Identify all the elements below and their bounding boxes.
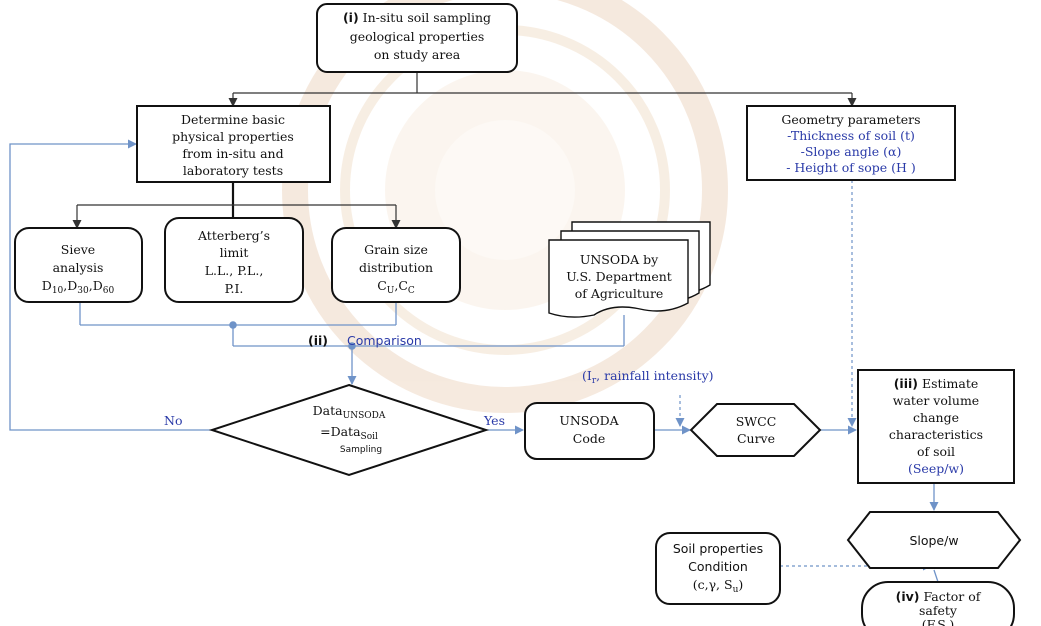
yes-label: Yes: [483, 413, 505, 428]
atterberg-line2: limit: [220, 245, 249, 260]
geometry-slope-angle: -Slope angle (α): [801, 144, 902, 159]
soil-properties-box: Soil properties Condition (c,γ, Su): [655, 532, 781, 605]
decision-sampling: Sampling: [340, 445, 382, 455]
svg-text:(i) In-situ soil samplin: (i) In-situ soil sampling: [343, 10, 491, 25]
step4-tag: (iv): [896, 589, 920, 604]
sieve-d-values: D10,D30,D60: [42, 278, 115, 296]
basic-line3: from in-situ and: [182, 146, 283, 161]
soilprops-line3: (c,γ, Su): [693, 577, 744, 595]
decision-data: DataUNSODA: [313, 403, 386, 421]
swcc-curve-hexagon: SWCC Curve: [689, 403, 822, 457]
insitu-sampling-box: (i) In-situ soil sampling geological pro…: [316, 3, 518, 73]
data-comparison-decision: DataUNSODA =DataSoil Sampling: [208, 383, 490, 477]
grain-line1: Grain size: [364, 242, 428, 257]
unsoda-line3: of Agriculture: [575, 286, 664, 301]
soilprops-line1: Soil properties: [673, 541, 763, 556]
grain-size-box: Grain size distribution CU,CC: [331, 227, 461, 303]
step1-line2: geological properties: [350, 29, 485, 44]
decision-eq: =DataSoil: [320, 424, 378, 442]
basic-line4: laboratory tests: [183, 163, 283, 178]
unsoda-document-stack: UNSODA by U.S. Department of Agriculture: [548, 221, 711, 318]
step4-line1: Factor of: [923, 589, 981, 604]
grain-line2: distribution: [359, 260, 433, 275]
step4-line3: (F.S.): [922, 617, 955, 626]
grain-c-values: CU,CC: [377, 278, 415, 296]
junction-dot: [229, 321, 237, 329]
atterberg-line3: L.L., P.L.,: [205, 263, 264, 278]
basic-line2: physical properties: [172, 129, 294, 144]
step3-tag: (iii): [894, 376, 918, 391]
factor-of-safety-terminal: (iv) Factor of safety (F.S.): [861, 581, 1015, 626]
sieve-analysis-box: Sieve analysis D10,D30,D60: [14, 227, 143, 303]
comparison-tag: (ii): [308, 333, 328, 348]
geometry-height: - Height of sope (H ): [786, 160, 916, 175]
unsoda-code-line2: Code: [573, 431, 606, 446]
connectors-blue: [9, 139, 944, 595]
unsoda-line2: U.S. Department: [566, 269, 672, 284]
step3-line4: characteristics: [889, 427, 983, 442]
swcc-line2: Curve: [737, 431, 775, 446]
geometry-parameters-box: Geometry parameters -Thickness of soil (…: [746, 105, 956, 181]
sieve-line1: Sieve: [61, 242, 95, 257]
connectors-black: [72, 72, 857, 229]
atterberg-line1: Atterberg’s: [197, 228, 270, 243]
estimate-water-volume-box: (iii) Estimate water volume change chara…: [857, 369, 1015, 484]
step1-line3: on study area: [374, 47, 461, 62]
step1-tag: (i): [343, 10, 359, 25]
swcc-line1: SWCC: [736, 414, 777, 429]
svg-text:(iv) Factor of: (iv) Factor of: [896, 589, 982, 604]
step3-line1: Estimate: [922, 376, 978, 391]
step3-line3: change: [913, 410, 959, 425]
svg-text:(iii) Estimate: (iii) Estimate: [894, 376, 979, 391]
basic-line1: Determine basic: [181, 112, 285, 127]
step3-line5: of soil: [917, 444, 955, 459]
geometry-thickness: -Thickness of soil (t): [787, 128, 915, 143]
step3-line2: water volume: [893, 393, 979, 408]
sieve-line2: analysis: [53, 260, 104, 275]
rainfall-intensity-label: (Ir, rainfall intensity): [582, 368, 714, 386]
step3-line6: (Seep/w): [908, 461, 964, 476]
step1-line1: In-situ soil sampling: [363, 10, 491, 25]
unsoda-line1: UNSODA by: [580, 252, 659, 267]
soilprops-line2: Condition: [688, 559, 748, 574]
geometry-title: Geometry parameters: [781, 112, 920, 127]
unsoda-code-line1: UNSODA: [559, 413, 619, 428]
slopew-label: Slope/w: [909, 533, 958, 548]
unsoda-code-box: UNSODA Code: [524, 402, 655, 460]
no-label: No: [164, 413, 182, 428]
basic-properties-box: Determine basic physical properties from…: [136, 105, 331, 183]
atterberg-line4: P.I.: [225, 281, 244, 296]
slopew-hexagon: Slope/w: [846, 511, 1022, 569]
comparison-label: Comparison: [347, 333, 422, 348]
atterberg-limit-box: Atterberg’s limit L.L., P.L., P.I.: [164, 217, 304, 303]
step4-line2: safety: [919, 603, 958, 618]
